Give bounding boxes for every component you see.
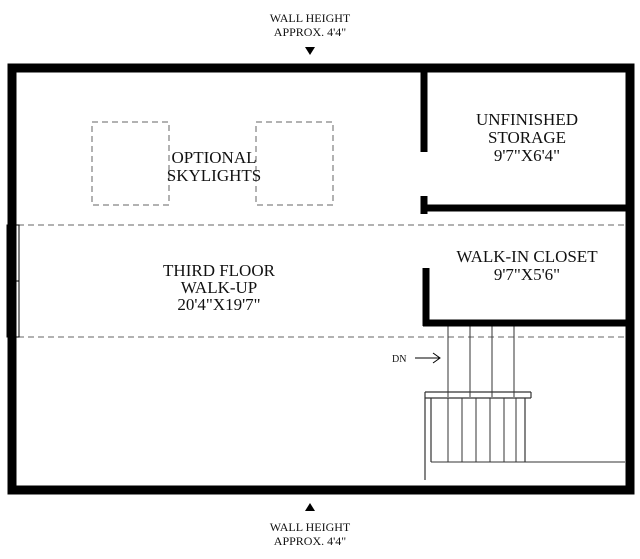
skylight-right xyxy=(255,121,334,206)
storage-label-line1: UNFINISHED xyxy=(476,110,578,129)
closet-label: WALK-IN CLOSET xyxy=(456,247,598,266)
top-wall-height-value: APPROX. 4'4" xyxy=(274,25,347,39)
walkup-label-line2: WALK-UP xyxy=(181,278,258,297)
upper-stair-treads xyxy=(447,323,515,397)
closet-dimensions: 9'7"X5'6" xyxy=(494,265,560,284)
bottom-wall-height-label: WALL HEIGHT xyxy=(270,520,351,534)
skylight-left xyxy=(91,121,170,206)
bottom-wall-height-arrow-icon xyxy=(305,503,315,511)
stair-down-label: DN xyxy=(392,354,406,365)
lower-stair-treads xyxy=(431,398,625,463)
top-wall-height-arrow-icon xyxy=(305,47,315,55)
skylights-label-line2: SKYLIGHTS xyxy=(167,166,261,185)
skylights-label-line1: OPTIONAL xyxy=(172,148,257,167)
walkup-dimensions: 20'4"X19'7" xyxy=(177,295,260,314)
bottom-wall-height-value: APPROX. 4'4" xyxy=(274,534,347,548)
storage-label-line2: STORAGE xyxy=(488,128,566,147)
storage-dimensions: 9'7"X6'4" xyxy=(494,146,560,165)
walkup-label-line1: THIRD FLOOR xyxy=(163,261,276,280)
outer-walls xyxy=(7,63,635,495)
top-wall-height-label: WALL HEIGHT xyxy=(270,11,351,25)
stair-rail xyxy=(424,391,532,480)
stair-down-arrow-icon xyxy=(415,352,441,364)
